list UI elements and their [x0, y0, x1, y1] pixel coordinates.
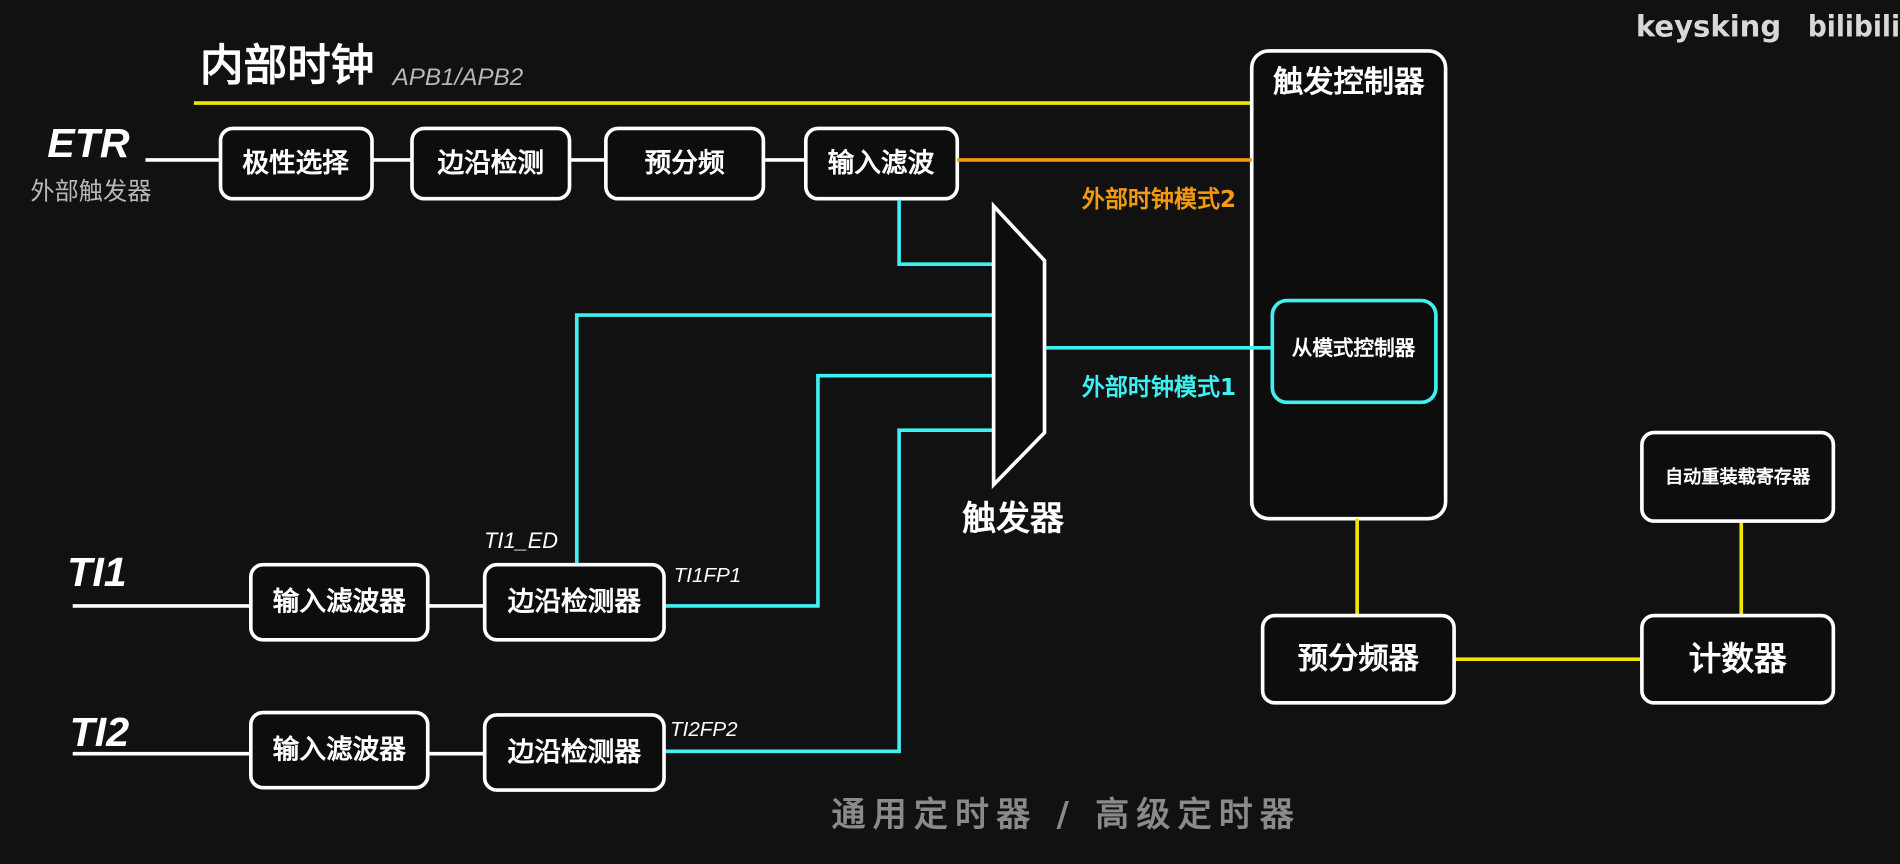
ti2fp2-line [664, 428, 1016, 754]
etr-block-edge-detect: 边沿检测 [410, 126, 572, 201]
ti2-edge-block: 边沿检测器 [482, 713, 666, 792]
etr-block-prescaler: 预分频 [604, 126, 766, 201]
ti1-filter-label: 输入滤波器 [273, 587, 407, 618]
ti1-ed-label: TI1_ED [484, 528, 558, 553]
prescaler-block: 预分频器 [1260, 613, 1456, 705]
ti2-filter-label: 输入滤波器 [273, 735, 407, 766]
etr-block-polarity: 极性选择 [218, 126, 374, 201]
etr-block-label: 输入滤波 [828, 148, 935, 179]
ti2-filter-block: 输入滤波器 [249, 710, 430, 790]
ti1-label: TI1 [67, 549, 127, 595]
footer-caption: 通用定时器 / 高级定时器 [832, 795, 1302, 834]
trigger-mux-label: 触发器 [962, 499, 1065, 538]
counter-block: 计数器 [1640, 613, 1836, 705]
ti2fp2-label: TI2FP2 [670, 718, 738, 741]
ti2-edge-label: 边沿检测器 [508, 737, 642, 768]
ti1-filter-block: 输入滤波器 [249, 562, 430, 642]
etr-block-label: 边沿检测 [437, 148, 544, 179]
etr-block-label: 极性选择 [242, 148, 349, 179]
internal-clock-bus: APB1/APB2 [391, 64, 524, 91]
ti1-edge-block: 边沿检测器 [482, 562, 666, 642]
etr-label: ETR [47, 120, 130, 166]
slave-mode-controller-box [1270, 298, 1438, 405]
ti1fp1-line [664, 373, 1016, 608]
ti1fp1-label: TI1FP1 [674, 564, 741, 587]
ti1-ed-line [574, 313, 1016, 564]
etr-block-filter: 输入滤波 [803, 126, 960, 201]
logo-platform: bilibili [1808, 9, 1900, 43]
prescaler-label: 预分频器 [1298, 642, 1420, 677]
counter-label: 计数器 [1689, 640, 1787, 678]
mode1-label: 外部时钟模式1 [1082, 374, 1236, 401]
logo-brand: keysking [1636, 9, 1781, 43]
trigger-mux [991, 201, 1047, 490]
etr-sublabel: 外部触发器 [30, 177, 151, 205]
auto-reload-register-block: 自动重装载寄存器 [1640, 430, 1836, 523]
ti1-edge-label: 边沿检测器 [508, 587, 642, 618]
trigger-controller-title: 触发控制器 [1273, 65, 1425, 100]
etrf-to-mux-line [897, 199, 1016, 266]
internal-clock-title: 内部时钟 [200, 42, 374, 92]
mode2-label: 外部时钟模式2 [1082, 186, 1236, 213]
auto-reload-register-label: 自动重装载寄存器 [1665, 466, 1811, 488]
ti2-label: TI2 [70, 709, 130, 755]
slave-mode-controller-label: 从模式控制器 [1292, 336, 1416, 360]
etr-block-label: 预分频 [645, 148, 725, 179]
trigger-controller-box [1249, 49, 1448, 521]
channel-logo: keysking bilibili [1636, 9, 1900, 43]
